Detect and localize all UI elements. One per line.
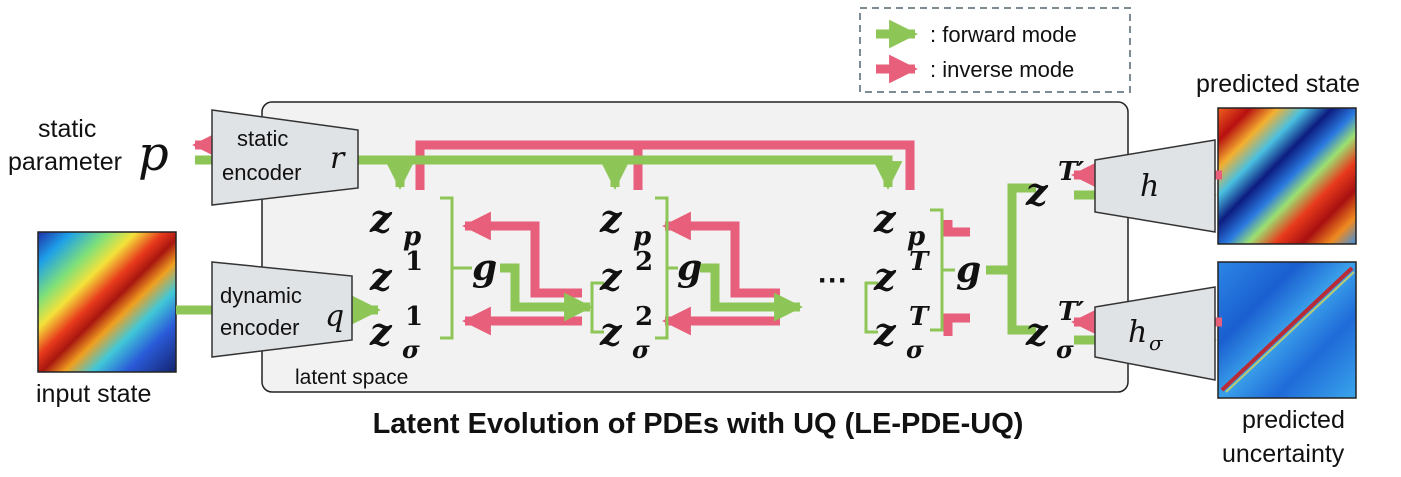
z-2: z (599, 254, 623, 299)
latent-final: z T′ z T′ σ (1025, 157, 1084, 364)
latent-brackets (440, 196, 955, 340)
z-1-superscript: 1 (405, 247, 423, 277)
input-state-label: input state (36, 380, 151, 408)
dynamic-encoder: dynamic encoder q (211, 261, 353, 358)
z-sigma-T: z (873, 309, 897, 354)
predicted-state-image (1217, 107, 1357, 245)
static-encoder-label-line1: static (237, 126, 288, 151)
static-parameter-label-line1: static (38, 115, 96, 143)
z-T: z (873, 254, 897, 299)
z-T-superscript: T (909, 247, 930, 277)
dynamic-encoder-label-line1: dynamic (220, 283, 302, 308)
g-function-1: g (472, 247, 497, 289)
legend-forward-label: : forward mode (930, 22, 1077, 47)
inverse-g-T-lower (943, 313, 970, 336)
z-sigma-2: z (599, 309, 623, 354)
static-encoder-symbol: r (330, 141, 346, 176)
diagram-title: Latent Evolution of PDEs with UQ (LE-PDE… (373, 408, 1024, 440)
g-function-2: g (677, 247, 702, 289)
z-1: z (369, 254, 393, 299)
z-T-prime: z (1025, 169, 1049, 214)
static-parameter-symbol: p (138, 126, 169, 182)
z-sigma-T-prime: z (1025, 309, 1049, 354)
static-encoder-label-line2: encoder (222, 160, 302, 185)
z-sigma-1: z (369, 309, 393, 354)
inverse-arrow-step3-to-2 (662, 211, 780, 298)
forward-g2-to-step3 (700, 263, 803, 322)
forward-top-line (330, 155, 903, 190)
z-sigma-T-prime-subscript: σ (1056, 335, 1074, 364)
inverse-arrow-step2-to-1 (462, 211, 582, 298)
z-sigma-T-prime-superscript: T′ (1058, 297, 1084, 327)
latent-step-1: z p z 1 z 1 σ (369, 196, 423, 364)
z-p-T-subscript: p (907, 222, 925, 252)
predicted-uncertainty-label-line1: predicted (1242, 406, 1345, 434)
g-function-T: g (956, 249, 981, 291)
decoder-h-sigma-symbol: h (1128, 315, 1147, 350)
legend-box (859, 7, 1131, 93)
z-p-T: z (873, 196, 897, 241)
z-T-prime-superscript: T′ (1058, 157, 1084, 187)
forward-split-bracket (1007, 183, 1036, 335)
z-p-1-subscript: p (403, 222, 421, 252)
z-sigma-1-subscript: σ (402, 335, 420, 364)
ellipsis: ··· (818, 264, 848, 297)
dynamic-encoder-symbol: q (325, 299, 344, 334)
z-2-superscript: 2 (635, 247, 653, 277)
z-sigma-1-superscript: 1 (405, 302, 423, 332)
z-sigma-T-superscript: T (909, 302, 930, 332)
legend-inverse-label: : inverse mode (930, 57, 1074, 82)
dynamic-encoder-label-line2: encoder (220, 315, 300, 340)
bracket-stepT-left (864, 281, 878, 334)
inverse-g-T-upper (943, 220, 970, 237)
latent-step-T: z p z T z T σ (873, 196, 930, 364)
decoder-h: h (1094, 139, 1216, 233)
forward-g1-to-step2 (500, 263, 593, 322)
z-sigma-T-subscript: σ (906, 335, 924, 364)
predicted-uncertainty-image (1217, 261, 1357, 399)
z-p-1: z (369, 196, 393, 241)
z-sigma-2-superscript: 2 (635, 302, 653, 332)
static-parameter-label-line2: parameter (8, 148, 122, 176)
z-sigma-2-subscript: σ (632, 335, 650, 364)
decoder-h-symbol: h (1140, 169, 1159, 204)
predicted-uncertainty-label-line2: uncertainty (1222, 440, 1345, 468)
latent-step-2: z p z 2 z 2 σ (599, 196, 653, 364)
bracket-step2-left (590, 281, 604, 334)
inverse-top-line (415, 140, 915, 190)
predicted-state-label: predicted state (1196, 70, 1360, 98)
legend: : forward mode : inverse mode (859, 7, 1131, 93)
decoder-h-sigma: h σ (1094, 286, 1216, 381)
z-p-2-subscript: p (633, 222, 651, 252)
z-p-2: z (599, 196, 623, 241)
input-state-image (37, 231, 177, 373)
static-encoder: static encoder r (211, 109, 359, 206)
decoder-h-sigma-subscript: σ (1149, 331, 1164, 355)
latent-space-label: latent space (295, 366, 408, 389)
